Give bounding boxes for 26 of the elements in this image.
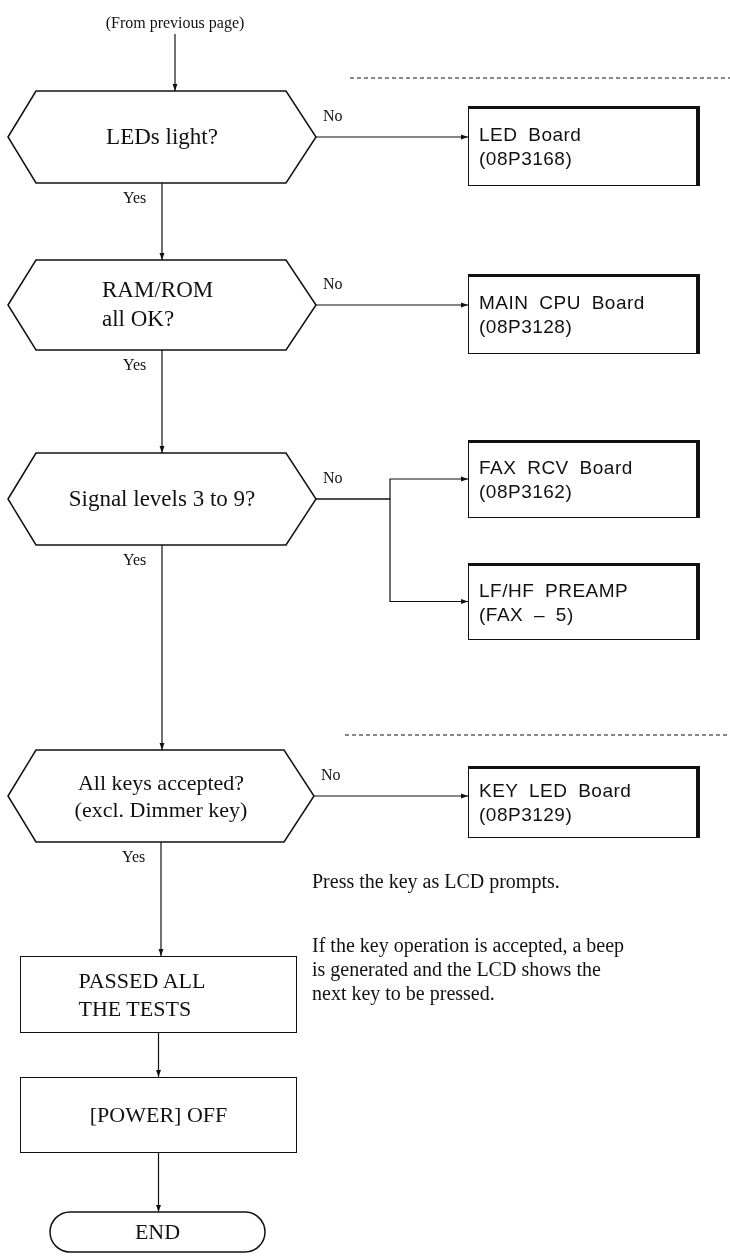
arrow	[156, 1032, 161, 1078]
decision-hexagon: LEDs light?	[8, 91, 316, 183]
note-text: If the key operation is accepted, a beep is generated and the LCD shows the next key to be pressed.	[312, 933, 626, 1005]
arrow	[172, 33, 178, 92]
terminator-shape: END	[50, 1212, 265, 1252]
arrow	[159, 544, 165, 751]
arrow	[156, 1152, 161, 1213]
arrow	[159, 349, 165, 454]
decision-hexagon: Signal levels 3 to 9?	[8, 453, 316, 545]
arrow	[315, 134, 469, 140]
decision-hexagon: RAM/ROM all OK?	[8, 260, 316, 350]
process-box: [POWER] OFF	[20, 1077, 297, 1153]
board-box: KEY LED Board (08P3129)	[468, 766, 700, 838]
arrow	[315, 498, 469, 604]
process-box: PASSED ALL THE TESTS	[20, 956, 297, 1033]
arrow	[159, 182, 165, 261]
note-text: Press the key as LCD prompts.	[312, 869, 561, 893]
board-box: MAIN CPU Board (08P3128)	[468, 274, 700, 354]
arrow	[315, 302, 469, 308]
board-box: LF/HF PREAMP (FAX – 5)	[468, 563, 700, 640]
arrow	[313, 793, 469, 799]
arrow	[158, 841, 164, 957]
board-box: FAX RCV Board (08P3162)	[468, 440, 700, 518]
note-text: (From previous page)	[55, 12, 295, 34]
board-box: LED Board (08P3168)	[468, 106, 700, 186]
decision-hexagon: All keys accepted? (excl. Dimmer key)	[8, 750, 314, 842]
